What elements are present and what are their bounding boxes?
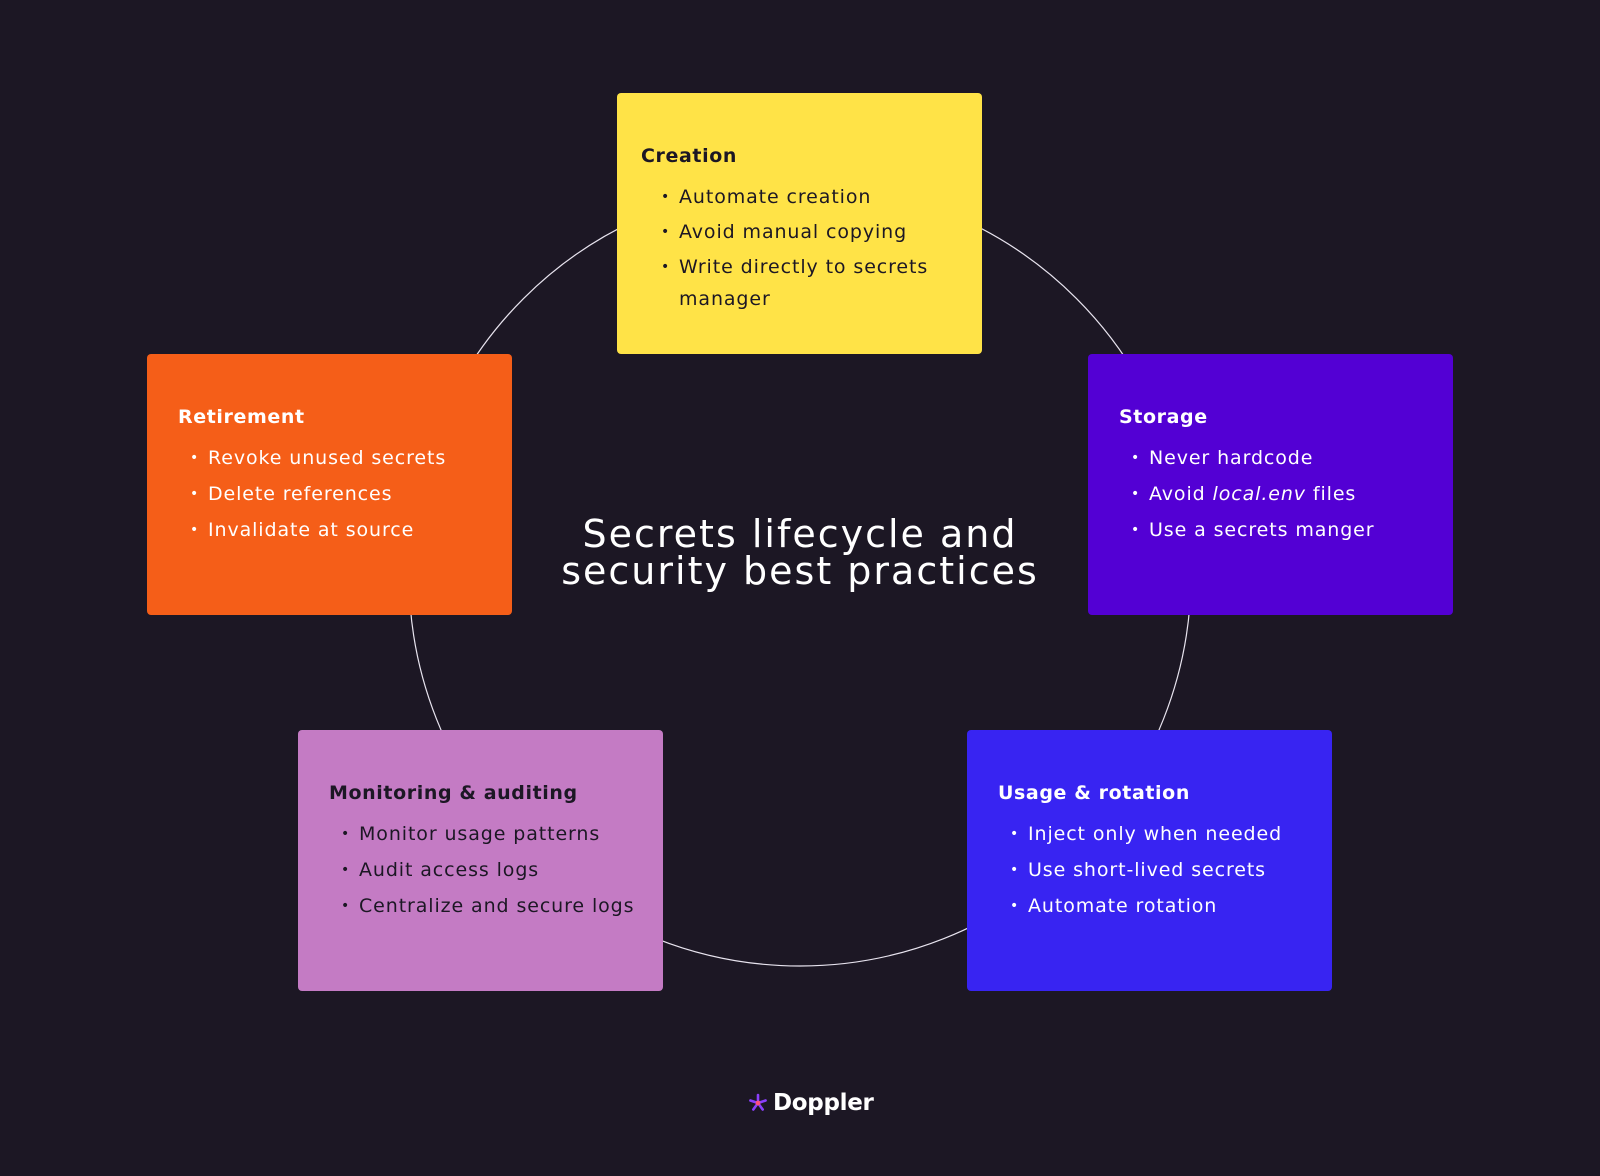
brand-name: Doppler bbox=[773, 1090, 874, 1116]
stage-item-text: Avoid bbox=[1149, 483, 1206, 505]
stage-title: Usage & rotation bbox=[998, 782, 1190, 804]
doppler-logo-icon bbox=[749, 1093, 767, 1111]
stage-item: Audit access logs bbox=[341, 854, 639, 887]
brand-logo: Doppler bbox=[747, 1090, 874, 1116]
stage-item-text: files bbox=[1312, 483, 1357, 505]
stage-item: Automate creation bbox=[661, 181, 958, 213]
stage-item: Automate rotation bbox=[1010, 890, 1308, 923]
stage-item-list: Inject only when needed Use short-lived … bbox=[998, 818, 1308, 923]
stage-item: Use short-lived secrets bbox=[1010, 854, 1308, 887]
stage-item-list: Automate creation Avoid manual copying W… bbox=[641, 181, 958, 315]
stage-item: Delete references bbox=[190, 478, 488, 511]
stage-item: Use a secrets manger bbox=[1131, 514, 1429, 547]
stage-item: Monitor usage patterns bbox=[341, 818, 639, 851]
diagram-title: Secrets lifecycle and security best prac… bbox=[561, 512, 1039, 593]
stage-item: Never hardcode bbox=[1131, 442, 1429, 475]
stage-card-monitoring-auditing: Monitoring & auditing Monitor usage patt… bbox=[298, 730, 663, 991]
stage-item-emphasis: local.env bbox=[1212, 483, 1306, 505]
stage-card-usage-rotation: Usage & rotation Inject only when needed… bbox=[967, 730, 1332, 991]
stage-item: Avoid local.env files bbox=[1131, 478, 1429, 511]
stage-card-storage: Storage Never hardcode Avoid local.env f… bbox=[1088, 354, 1453, 615]
stage-card-retirement: Retirement Revoke unused secrets Delete … bbox=[147, 354, 512, 615]
stage-title: Retirement bbox=[178, 406, 305, 428]
stage-item: Invalidate at source bbox=[190, 514, 488, 547]
stage-item: Inject only when needed bbox=[1010, 818, 1308, 851]
stage-card-creation: Creation Automate creation Avoid manual … bbox=[617, 93, 982, 354]
stage-title: Creation bbox=[641, 145, 737, 167]
stage-item: Centralize and secure logs bbox=[341, 890, 639, 923]
stage-title: Storage bbox=[1119, 406, 1208, 428]
stage-item: Avoid manual copying bbox=[661, 216, 958, 248]
stage-item-list: Never hardcode Avoid local.env files Use… bbox=[1119, 442, 1429, 547]
stage-item-list: Revoke unused secrets Delete references … bbox=[178, 442, 488, 547]
stage-item: Write directly to secrets manager bbox=[661, 251, 958, 315]
stage-item: Revoke unused secrets bbox=[190, 442, 488, 475]
stage-title: Monitoring & auditing bbox=[329, 782, 578, 804]
stage-item-list: Monitor usage patterns Audit access logs… bbox=[329, 818, 639, 923]
